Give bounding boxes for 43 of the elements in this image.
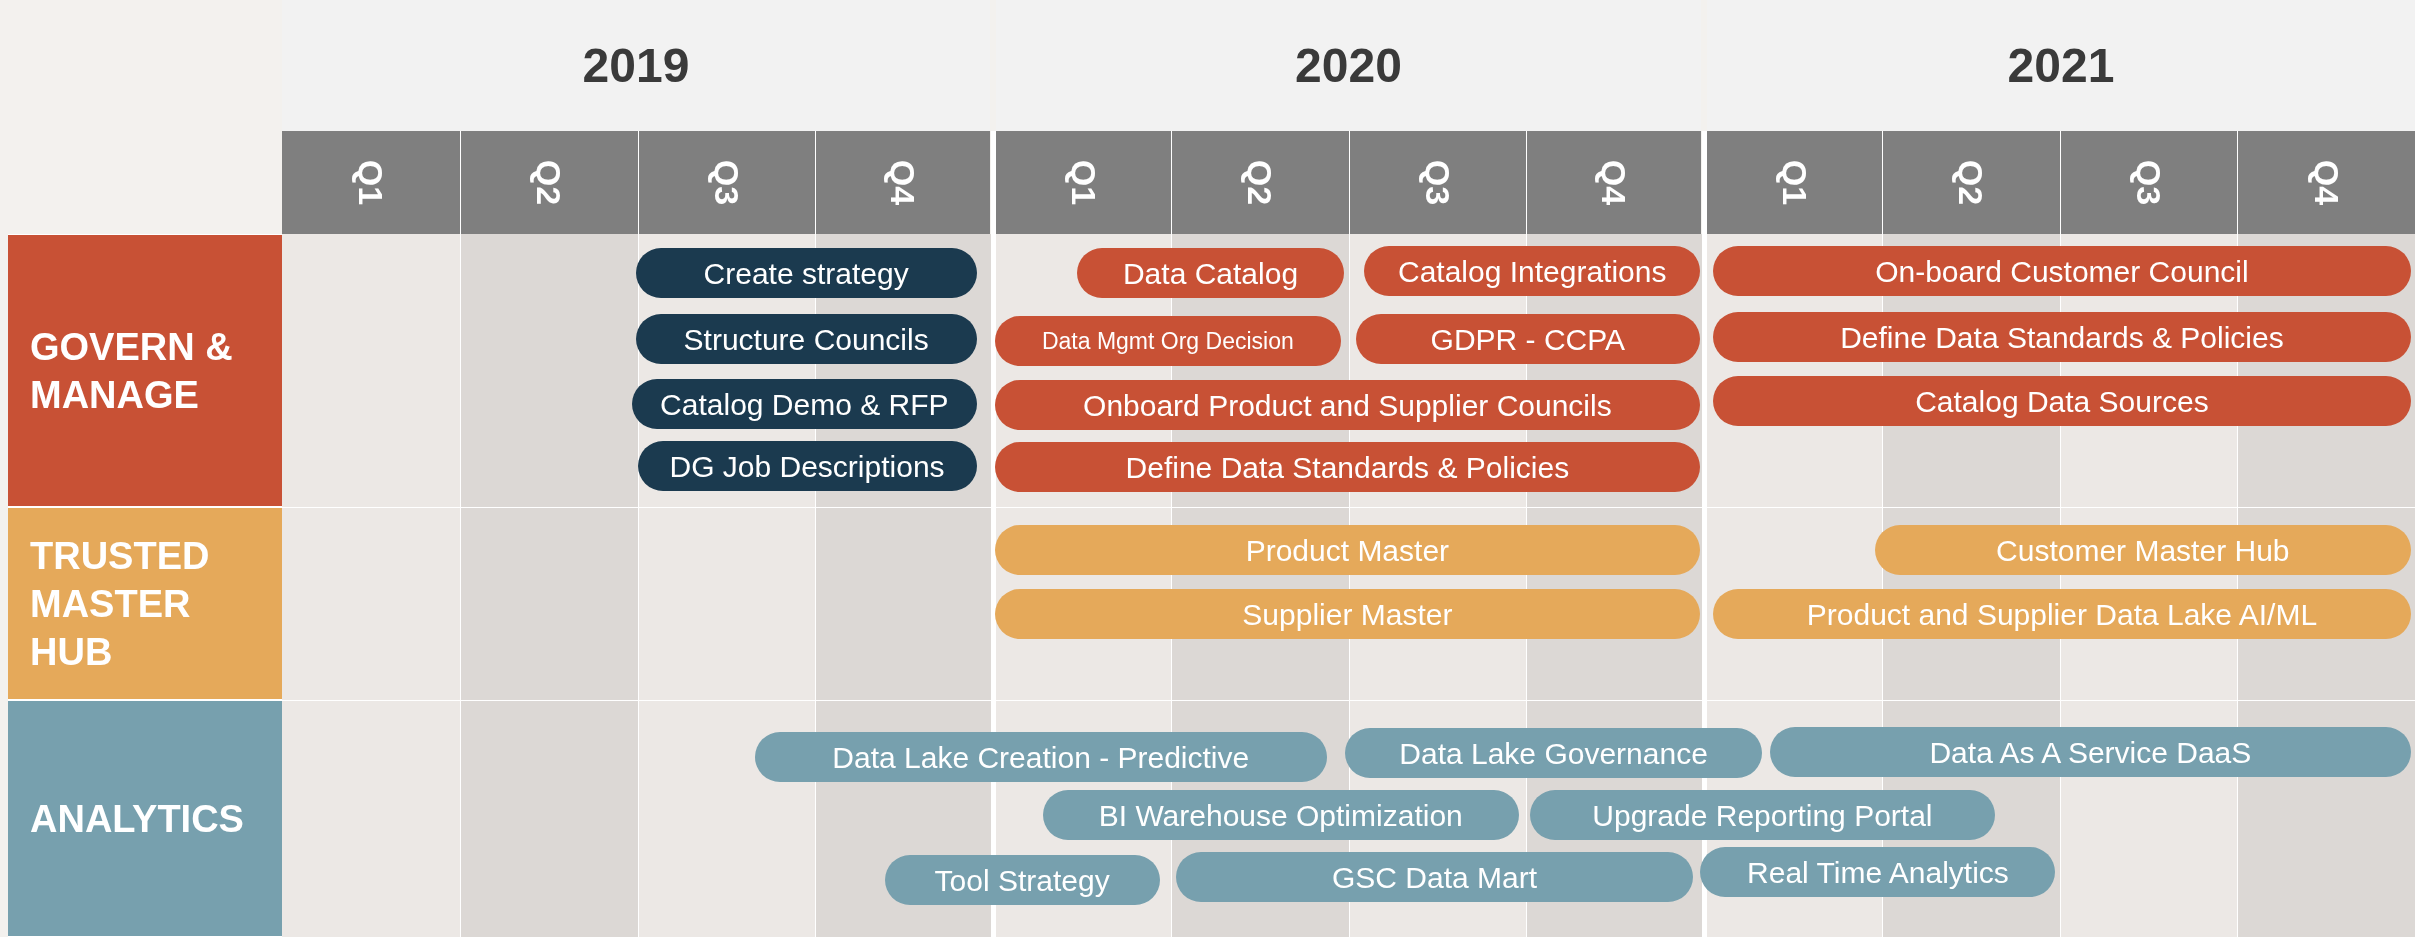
- year-header: 2021: [1707, 0, 2415, 131]
- timeline-bar: Create strategy: [635, 248, 977, 298]
- quarter-header: Q4: [1594, 159, 1635, 206]
- row-header: ANALYTICS: [8, 700, 282, 937]
- timeline-bar: Real Time Analytics: [1700, 847, 2056, 897]
- timeline-bar: Product and Supplier Data Lake AI/ML: [1712, 589, 2411, 639]
- timeline-bar: Define Data Standards & Policies: [994, 442, 1700, 492]
- quarter-header: Q1: [1063, 159, 1104, 206]
- timeline-bar: Data Lake Creation - Predictive: [754, 732, 1327, 782]
- timeline-bar: Catalog Demo & RFP: [632, 379, 977, 429]
- quarter-header: Q1: [351, 159, 392, 206]
- timeline-bar: GDPR - CCPA: [1355, 314, 1700, 364]
- timeline-bar: Tool Strategy: [884, 855, 1160, 905]
- timeline-bar: Data Catalog: [1076, 248, 1345, 298]
- row-header: GOVERN & MANAGE: [8, 234, 282, 507]
- timeline-bar: GSC Data Mart: [1176, 852, 1693, 902]
- timeline-bar: Supplier Master: [994, 589, 1700, 639]
- timeline-bar: Catalog Data Sources: [1712, 376, 2411, 426]
- timeline-bar: Catalog Integrations: [1364, 246, 1700, 296]
- quarter-header: Q3: [1418, 159, 1459, 206]
- year-header: 2020: [996, 0, 1701, 131]
- timeline-bar: BI Warehouse Optimization: [1042, 790, 1519, 840]
- timeline-bar: Upgrade Reporting Portal: [1529, 790, 1996, 840]
- quarter-header: Q1: [1774, 159, 1815, 206]
- timeline-bar: Product Master: [994, 525, 1700, 575]
- row-header: TRUSTED MASTER HUB: [8, 507, 282, 700]
- timeline-bar: Define Data Standards & Policies: [1712, 312, 2411, 362]
- quarter-header: Q3: [2129, 159, 2170, 206]
- quarter-header: Q2: [1951, 159, 1992, 206]
- timeline-bar: On-board Customer Council: [1712, 246, 2411, 296]
- timeline-bar: Data As A Service DaaS: [1769, 727, 2411, 777]
- timeline-bar: Structure Councils: [635, 314, 977, 364]
- quarter-header: Q2: [529, 159, 570, 206]
- timeline-bar: DG Job Descriptions: [637, 441, 977, 491]
- quarter-header: Q4: [2307, 159, 2348, 206]
- timeline-bar: Onboard Product and Supplier Councils: [994, 380, 1700, 430]
- timeline-bar: Data Lake Governance: [1344, 728, 1763, 778]
- quarter-header: Q4: [883, 159, 924, 206]
- timeline-bar: Customer Master Hub: [1874, 525, 2411, 575]
- quarter-header: Q2: [1240, 159, 1281, 206]
- quarter-header: Q3: [707, 159, 748, 206]
- timeline-bar: Data Mgmt Org Decision: [994, 316, 1341, 366]
- year-header: 2019: [282, 0, 990, 131]
